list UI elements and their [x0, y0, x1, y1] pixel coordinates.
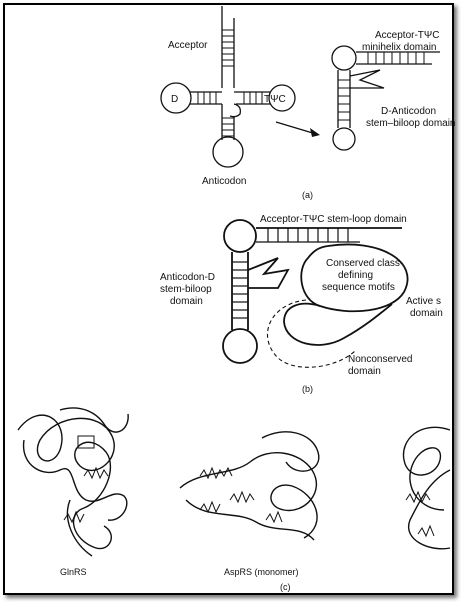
d-loop-label: D — [171, 94, 178, 105]
anticodon-d-label-line1: Anticodon-D — [160, 272, 215, 283]
arrow-icon — [275, 121, 320, 137]
conserved-label-line3: sequence motifs — [322, 282, 395, 293]
active-site-label-line1: Active s — [406, 296, 441, 307]
anticodon-d-label-line2: stem-biloop — [160, 284, 212, 295]
stem-biloop-label-line1: D-Anticodon — [381, 106, 436, 117]
glnrs-label: GlnRS — [60, 567, 87, 577]
minihelix-label-line2: minihelix domain — [362, 42, 436, 53]
active-site-label-line2: domain — [410, 308, 443, 319]
nonconserved-label-line2: domain — [348, 366, 381, 377]
minihelix-label-line1: Acceptor-TΨC — [375, 30, 439, 41]
caption-a: (a) — [302, 190, 313, 200]
stem-biloop-label-line2: stem–biloop domain — [366, 118, 456, 129]
caption-b: (b) — [302, 384, 313, 394]
asprs-label: AspRS (monomer) — [224, 567, 299, 577]
figure-frame — [3, 3, 454, 595]
conserved-label-line1: Conserved class- — [326, 258, 403, 269]
cloverleaf-trna — [160, 6, 296, 168]
third-structure — [402, 426, 451, 550]
anticodon-label: Anticodon — [202, 176, 246, 187]
asprs-structure — [179, 431, 320, 541]
tpsic-label: TΨC — [264, 94, 286, 105]
nonconserved-label-line1: Nonconserved — [348, 354, 412, 365]
acceptor-stem-label: Acceptor-TΨC stem-loop domain — [260, 214, 407, 225]
caption-c: (c) — [280, 582, 291, 592]
glnrs-structure — [17, 407, 129, 557]
trna-synthetase-complex — [222, 219, 409, 368]
conserved-label-line2: defining — [338, 270, 373, 281]
acceptor-label: Acceptor — [168, 40, 208, 51]
anticodon-d-label-line3: domain — [170, 296, 203, 307]
l-shaped-trna — [331, 45, 440, 151]
